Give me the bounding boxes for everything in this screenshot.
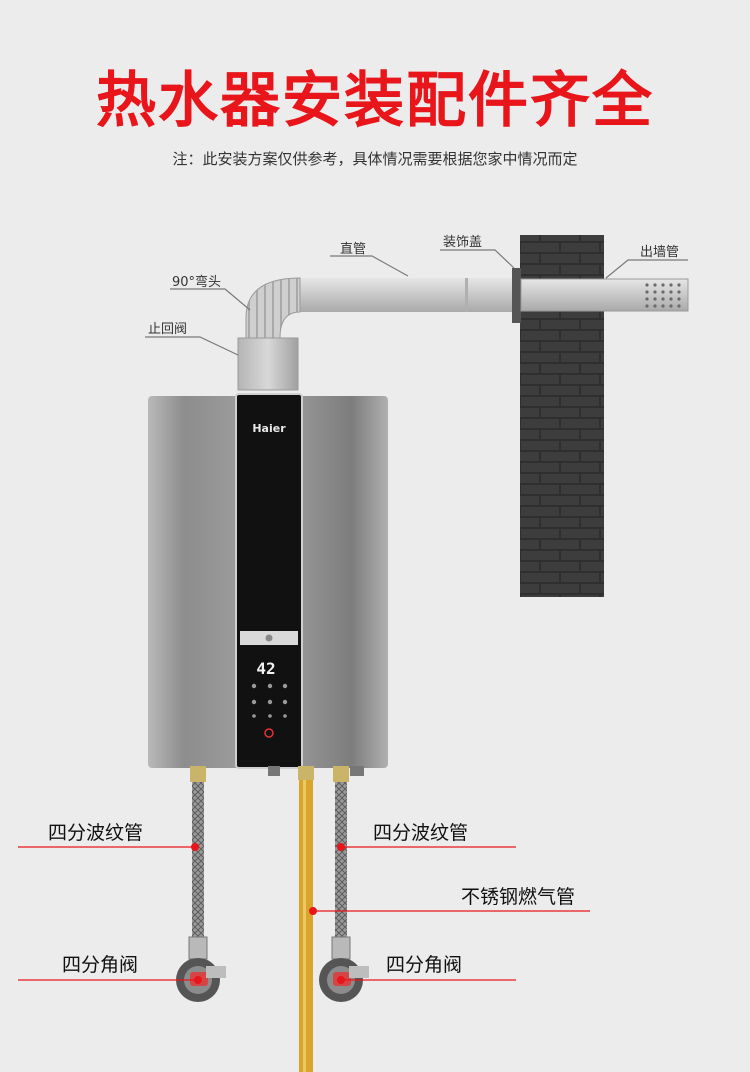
top-leader-lines bbox=[145, 249, 688, 356]
label-wall-pipe: 出墙管 bbox=[640, 245, 680, 260]
label-decor-cover: 装饰盖 bbox=[443, 235, 483, 250]
label-straight-pipe: 直管 bbox=[340, 242, 367, 257]
temperature-display: 42 bbox=[256, 659, 275, 678]
corrugated-pipe-left bbox=[192, 782, 204, 937]
label-check-valve: 止回阀 bbox=[148, 322, 188, 337]
wall-pipe bbox=[520, 278, 689, 312]
leader-dots bbox=[191, 843, 345, 984]
label-angle-valve-left: 四分角阀 bbox=[62, 954, 139, 976]
elbow-90 bbox=[245, 277, 301, 339]
angle-valve-left bbox=[176, 936, 226, 1002]
label-corrugated-right: 四分波纹管 bbox=[373, 822, 469, 844]
heater-front-panel bbox=[236, 394, 302, 768]
angle-valve-right bbox=[319, 936, 369, 1002]
label-corrugated-left: 四分波纹管 bbox=[48, 822, 144, 844]
decor-cover bbox=[512, 268, 521, 323]
brand-logo: Haier bbox=[252, 422, 286, 435]
straight-pipe bbox=[300, 278, 515, 312]
label-angle-valve-right: 四分角阀 bbox=[386, 954, 463, 976]
bottom-leader-lines bbox=[18, 846, 590, 981]
label-gas-pipe: 不锈钢燃气管 bbox=[461, 886, 576, 908]
disclaimer-note: 注：此安装方案仅供参考，具体情况需要根据您家中情况而定 bbox=[172, 150, 578, 168]
power-icon bbox=[264, 728, 274, 738]
check-valve bbox=[237, 337, 299, 391]
page-title: 热水器安装配件齐全 bbox=[96, 66, 654, 136]
label-elbow: 90°弯头 bbox=[172, 275, 222, 290]
wall-pipe-vent-holes bbox=[645, 283, 681, 308]
corrugated-pipe-right bbox=[335, 782, 347, 937]
control-icons bbox=[251, 683, 288, 718]
